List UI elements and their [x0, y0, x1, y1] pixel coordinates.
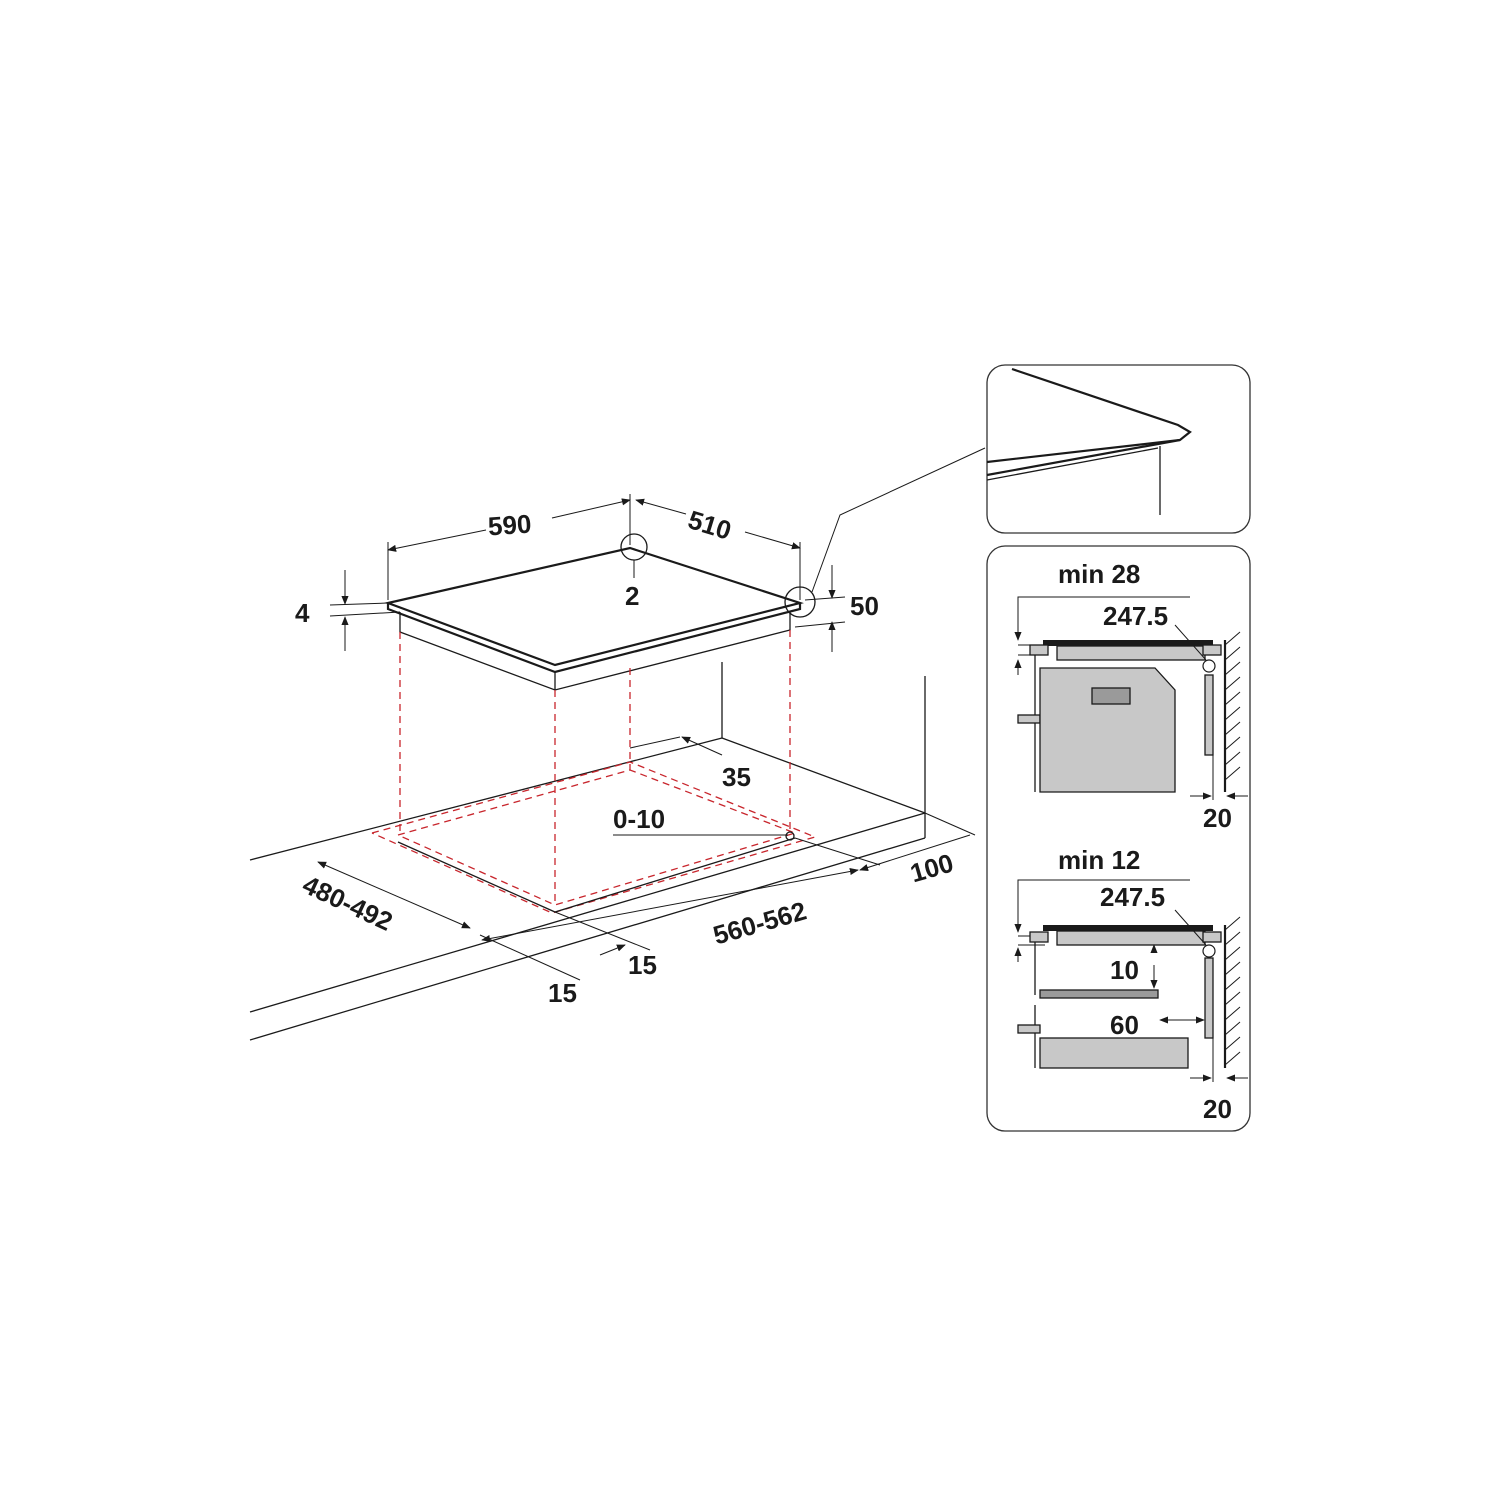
- worktop: [249, 662, 926, 1041]
- wall-hatch-a: [1224, 631, 1241, 781]
- wall-hatch-b: [1224, 916, 1241, 1066]
- detail-b-install: [1014, 879, 1248, 1082]
- detail-a-install: [1014, 596, 1248, 800]
- label-b-min: min 12: [1058, 845, 1141, 875]
- label-edge-35: 35: [722, 762, 751, 792]
- label-b-gap-60: 60: [1110, 1010, 1139, 1040]
- label-height-50: 50: [850, 591, 879, 621]
- label-front-15-b: 15: [548, 978, 577, 1008]
- detail-panel-a: [986, 545, 1251, 1132]
- label-a-wall-gap: 20: [1203, 803, 1232, 833]
- dimension-lines: [317, 447, 986, 981]
- hob: [384, 546, 804, 691]
- label-range-0-10: 0-10: [613, 804, 666, 834]
- label-a-offset: 247.5: [1103, 601, 1169, 631]
- label-corner-2: 2: [625, 581, 640, 611]
- label-b-offset: 247.5: [1100, 882, 1166, 912]
- label-a-min: min 28: [1058, 559, 1141, 589]
- label-thickness-4: 4: [295, 598, 310, 628]
- label-b-gap-10: 10: [1110, 955, 1139, 985]
- projection-lines: [399, 630, 791, 905]
- label-b-wall-gap: 20: [1203, 1094, 1232, 1124]
- label-front-15-a: 15: [628, 950, 657, 980]
- detail-edge-panel: [986, 364, 1251, 534]
- label-width-590: 590: [487, 508, 533, 542]
